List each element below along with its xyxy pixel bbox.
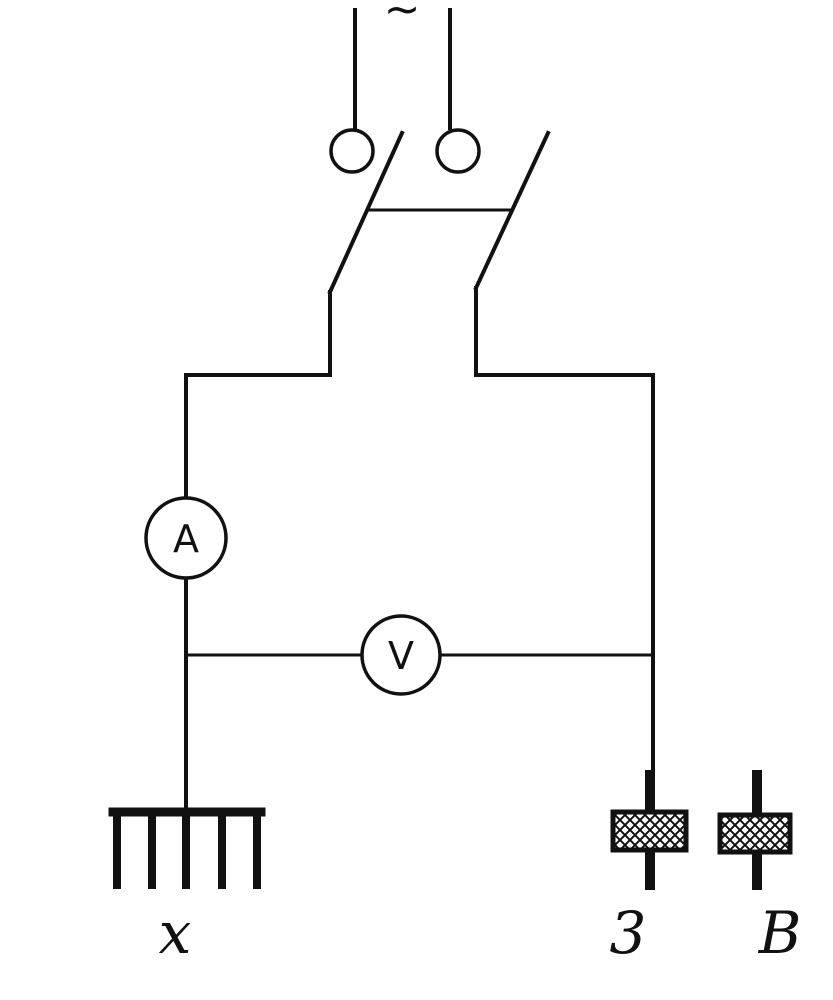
electrode-b xyxy=(717,770,793,890)
electrode-b-block xyxy=(717,812,793,855)
voltmeter-label: V xyxy=(388,634,414,678)
electrode-3 xyxy=(610,770,689,890)
label-b: B xyxy=(758,899,802,967)
wire-left-upper xyxy=(184,290,332,500)
label-3: 3 xyxy=(610,899,647,967)
electrode-3-block xyxy=(610,809,689,853)
label-x: x xyxy=(159,899,192,967)
ac-source: ~ xyxy=(353,0,452,130)
ac-symbol: ~ xyxy=(384,0,421,35)
voltmeter-circle xyxy=(360,614,442,696)
wire-right xyxy=(474,286,655,802)
ammeter-circle xyxy=(144,496,228,580)
circuit-wires xyxy=(184,286,655,810)
switch-blade-left xyxy=(327,130,405,295)
terminal-left xyxy=(329,128,375,174)
voltmeter: V xyxy=(360,614,442,696)
terminal-right xyxy=(435,128,481,174)
double-pole-switch xyxy=(327,130,551,295)
ammeter-label: A xyxy=(173,517,199,561)
ground-electrode-x xyxy=(108,807,266,889)
ammeter: A xyxy=(144,496,228,580)
